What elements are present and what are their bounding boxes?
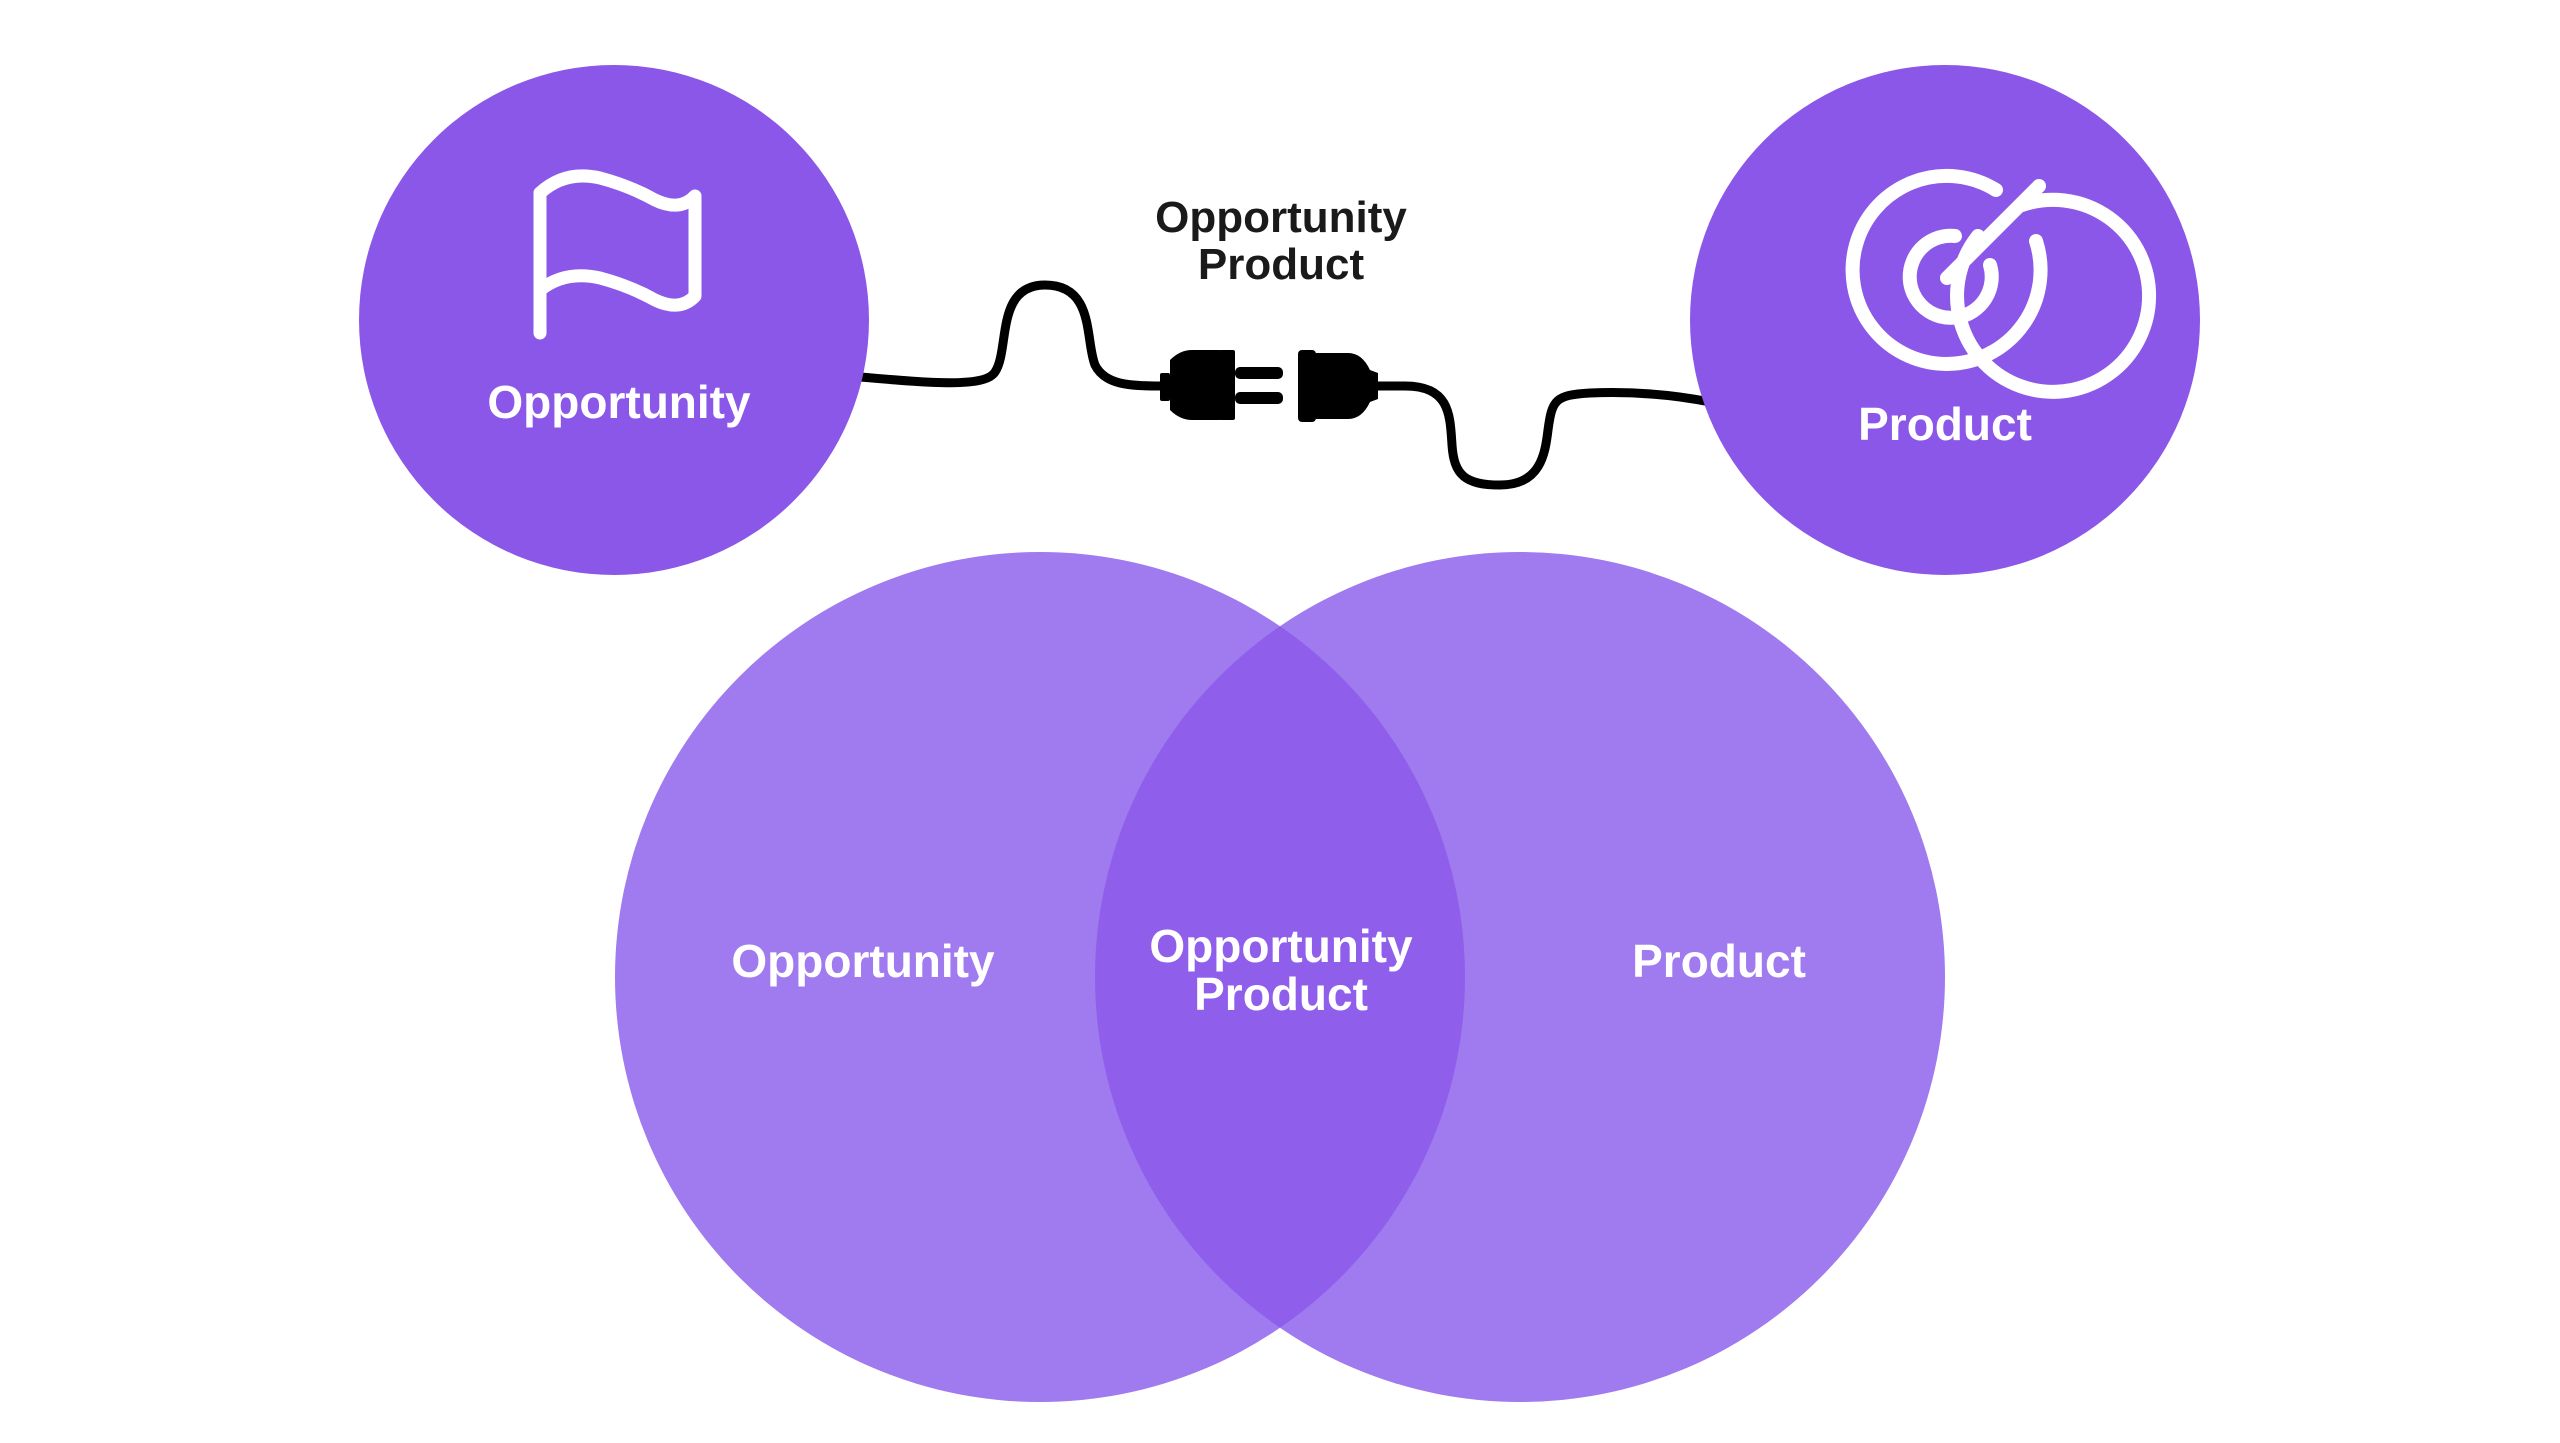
venn-intersection-label-line2: Product xyxy=(1194,968,1368,1020)
cable-left xyxy=(855,280,1165,391)
node-opportunity-circle[interactable] xyxy=(359,65,869,575)
venn-left-label: Opportunity xyxy=(731,935,995,987)
venn-intersection-label-line1: Opportunity xyxy=(1149,920,1413,972)
connector-title-line1: Opportunity xyxy=(1155,193,1407,242)
node-opportunity-label: Opportunity xyxy=(487,376,751,428)
cable-right xyxy=(1373,381,1715,490)
venn-right-label: Product xyxy=(1632,935,1806,987)
flag-icon xyxy=(533,169,702,340)
node-product-label: Product xyxy=(1858,398,2032,450)
connector-title-line2: Product xyxy=(1198,240,1365,289)
plug-icon xyxy=(1160,350,1283,420)
venn-intersection[interactable] xyxy=(1095,552,1945,1402)
socket-icon xyxy=(1298,350,1378,422)
target-inner xyxy=(1902,179,2046,325)
